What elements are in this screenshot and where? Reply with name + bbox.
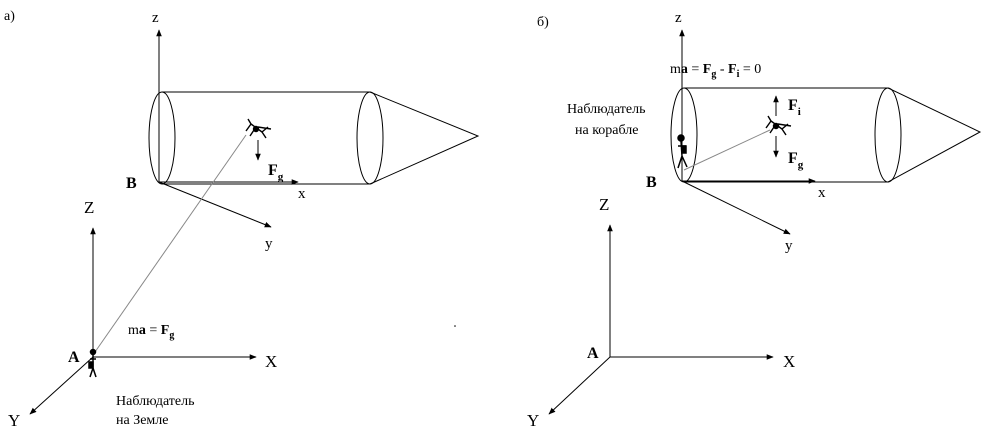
gravity-label: Fg (788, 150, 804, 171)
ship-z-label: z (152, 10, 159, 26)
equation-b: ma = Fg - Fi = 0 (670, 62, 761, 80)
panel-a-label: а) (4, 9, 15, 24)
rocket-nose-cone (369, 91, 480, 185)
stray-dot (454, 325, 456, 327)
ship-y-axis (681, 180, 791, 235)
earth-observer-line2: на Земле (116, 413, 169, 428)
rocket-front-ellipse (356, 91, 384, 185)
panel-b-astronaut: Fi Fg (765, 95, 804, 171)
line-of-sight (94, 134, 247, 353)
panel-b-ground-axes: Z X Y A (527, 195, 795, 430)
gravity-label: Fg (268, 162, 284, 183)
ground-y-axis (548, 356, 611, 415)
rocket-tail-ellipse (670, 87, 698, 183)
ground-origin-label: A (587, 345, 599, 362)
ship-x-label: x (818, 185, 826, 201)
panel-b-label: б) (537, 15, 549, 30)
ship-origin-label: B (126, 175, 137, 192)
panel-a: а) z x y B Fg (4, 9, 480, 430)
ship-observer-line2: на корабле (575, 123, 639, 138)
ship-observer-line1: Наблюдатель (567, 102, 646, 117)
ground-x-label: X (265, 352, 277, 371)
ground-z-label: Z (84, 198, 94, 217)
ship-observer-icon (677, 134, 688, 169)
ground-y-axis (29, 356, 94, 415)
ground-z-label: Z (599, 195, 609, 214)
ground-origin-label: A (68, 349, 80, 366)
earth-observer-line1: Наблюдатель (116, 394, 195, 409)
panel-a-ship-axes: z x y B (126, 10, 306, 252)
panel-b-ship-axes: z x y B (646, 10, 826, 254)
ground-y-label: Y (8, 411, 20, 430)
ground-y-label: Y (527, 411, 539, 430)
line-of-sight (683, 129, 771, 171)
ship-origin-label: B (646, 174, 657, 191)
panel-b-rocket (670, 87, 982, 183)
panel-a-astronaut: Fg (245, 118, 284, 183)
ground-x-label: X (783, 352, 795, 371)
rocket-tail-ellipse (148, 91, 176, 185)
floating-astronaut-icon (245, 118, 272, 139)
panel-a-ground-axes: Z X Y A (8, 198, 277, 430)
ship-y-label: y (785, 238, 793, 254)
rocket-front-ellipse (874, 87, 902, 183)
rocket-nose-cone (887, 87, 982, 183)
earth-observer-icon (88, 348, 97, 378)
ship-y-label: y (265, 236, 273, 252)
panel-b: б) ma = Fg - Fi = 0 z x y B (527, 10, 982, 430)
ship-y-axis (158, 181, 272, 228)
panel-a-rocket (148, 91, 480, 185)
floating-astronaut-icon (765, 115, 792, 136)
ship-z-label: z (675, 10, 682, 26)
ship-x-label: x (298, 186, 306, 202)
equation-a: ma = Fg (128, 323, 174, 341)
inertia-label: Fi (788, 97, 801, 118)
